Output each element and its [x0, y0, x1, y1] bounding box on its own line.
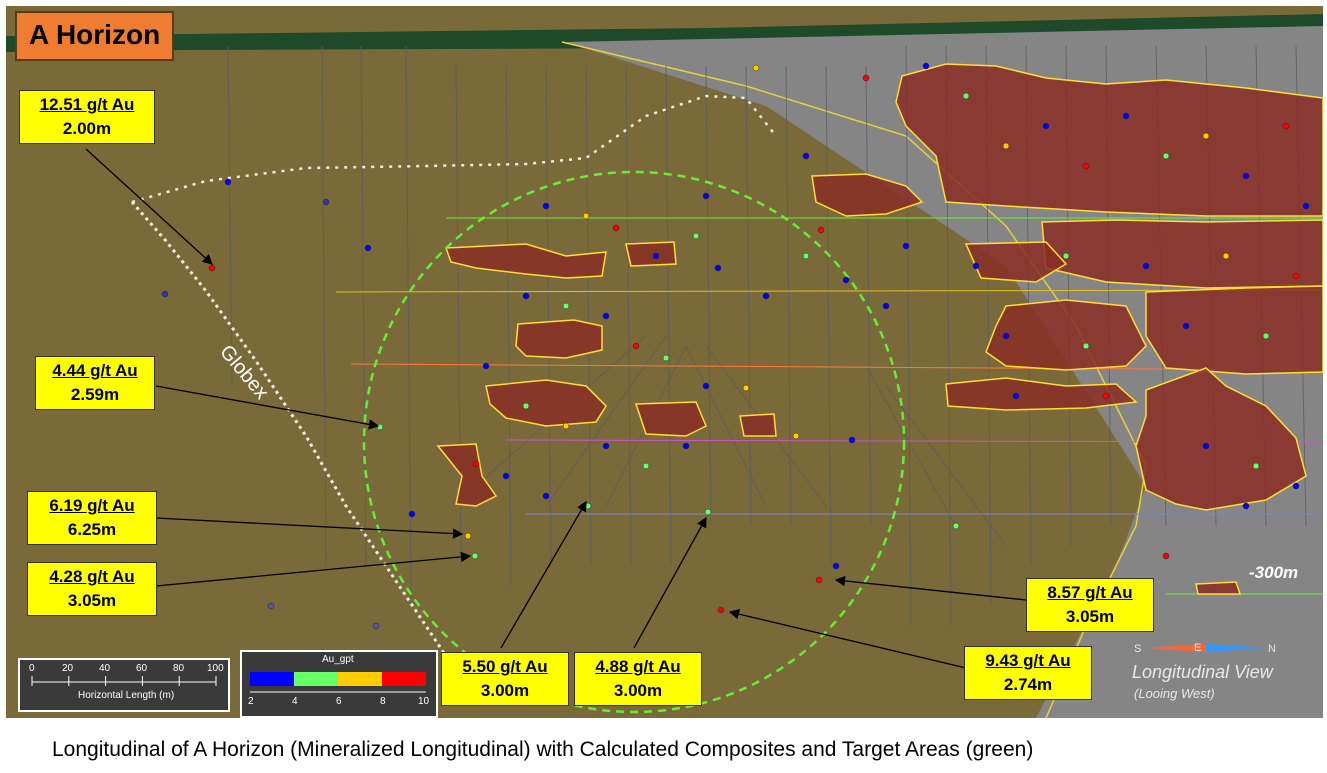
scale-tick-40: 40	[99, 663, 111, 674]
scale-tick-60: 60	[136, 663, 148, 674]
compass-e-label: E	[1194, 642, 1202, 654]
surface-band	[6, 14, 1323, 52]
compass-arrow-icon	[1146, 644, 1266, 652]
scale-label: Horizontal Length (m)	[78, 690, 175, 701]
callout-leaders	[85, 148, 1027, 669]
callout-grade: 5.50 g/t Au	[462, 657, 548, 676]
globex-upper	[131, 94, 777, 204]
scale-ruler	[31, 676, 217, 686]
mineralized-bodies	[436, 63, 1323, 595]
callout-grade: 9.43 g/t Au	[985, 651, 1071, 670]
scale-tick-20: 20	[62, 663, 74, 674]
callout-8-57: 8.57 g/t Au 3.05m	[1026, 578, 1154, 632]
callout-grade: 4.44 g/t Au	[52, 361, 138, 380]
callout-length: 2.74m	[1003, 675, 1053, 694]
color-tick-10: 10	[418, 696, 430, 707]
scale-tick-100: 100	[207, 663, 224, 674]
callout-grade: 4.88 g/t Au	[595, 657, 681, 676]
target-area-circle	[362, 170, 906, 714]
callout-length: 2.00m	[62, 119, 112, 138]
compass-n-label: N	[1268, 643, 1276, 655]
callout-4-28: 4.28 g/t Au 3.05m	[27, 562, 157, 616]
view-title: Longitudinal View	[1132, 662, 1273, 682]
callout-grade: 12.51 g/t Au	[39, 95, 135, 114]
globex-trace	[130, 201, 448, 657]
assay-dots	[161, 62, 1310, 630]
callout-4-88: 4.88 g/t Au 3.00m	[574, 652, 702, 706]
color-tick-2: 2	[248, 696, 254, 707]
figure-caption: Longitudinal of A Horizon (Mineralized L…	[52, 738, 1034, 761]
section-title-badge: A Horizon	[15, 11, 175, 61]
callout-length: 3.05m	[67, 591, 117, 610]
callout-grade: 8.57 g/t Au	[1047, 583, 1133, 602]
view-subtitle: (Looing West)	[1134, 686, 1215, 701]
callout-length: 6.25m	[67, 520, 117, 539]
callout-5-50: 5.50 g/t Au 3.00m	[441, 652, 569, 706]
callout-6-19: 6.19 g/t Au 6.25m	[27, 491, 157, 545]
callout-4-44: 4.44 g/t Au 2.59m	[35, 356, 155, 410]
color-tick-4: 4	[292, 696, 298, 707]
longitudinal-section: A Horizon Globex -300m S E N Longitudina…	[6, 6, 1323, 718]
callout-length: 3.00m	[480, 681, 530, 700]
callout-length: 2.59m	[70, 385, 120, 404]
callout-length: 3.05m	[1065, 607, 1115, 626]
color-tick-6: 6	[336, 696, 342, 707]
callout-grade: 4.28 g/t Au	[49, 567, 135, 586]
section-drawing	[6, 14, 1323, 718]
horizontal-scale-bar: 0 20 40 60 80 100 Horizontal Length (m)	[18, 658, 230, 712]
color-tick-8: 8	[380, 696, 386, 707]
callout-grade: 6.19 g/t Au	[49, 496, 135, 515]
depth-label: -300m	[1249, 563, 1299, 582]
scale-tick-0: 0	[29, 663, 35, 674]
scale-tick-80: 80	[173, 663, 185, 674]
level-lines	[335, 217, 1323, 595]
color-scale-title: Au_gpt	[322, 654, 354, 665]
callout-12-51: 12.51 g/t Au 2.00m	[19, 90, 155, 144]
au-color-scale: Au_gpt 2 4 6 8 10	[240, 650, 438, 718]
callout-9-43: 9.43 g/t Au 2.74m	[964, 646, 1092, 700]
color-ramp	[250, 672, 426, 693]
callout-length: 3.00m	[613, 681, 663, 700]
compass-s-label: S	[1134, 643, 1142, 655]
